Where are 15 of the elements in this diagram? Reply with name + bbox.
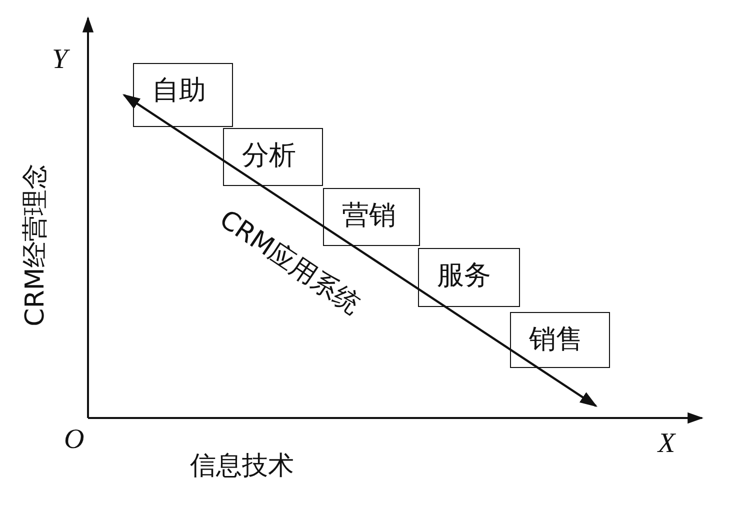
box-label: 自助: [152, 74, 206, 108]
process-box: [223, 128, 323, 186]
process-box: [418, 248, 520, 307]
process-box: [510, 312, 610, 368]
axis-title: CRM经营理念: [20, 164, 52, 326]
box-label: 分析: [242, 139, 296, 173]
box-label: 服务: [437, 259, 491, 293]
axis-title: 信息技术: [190, 450, 294, 483]
origin-letter: O: [64, 424, 84, 456]
box-label: 销售: [529, 323, 583, 357]
box-label: 营销: [342, 199, 396, 233]
axis-letter: Y: [52, 44, 68, 76]
axis-letter: X: [658, 428, 676, 460]
process-box: [133, 63, 233, 127]
process-box: [323, 188, 420, 246]
